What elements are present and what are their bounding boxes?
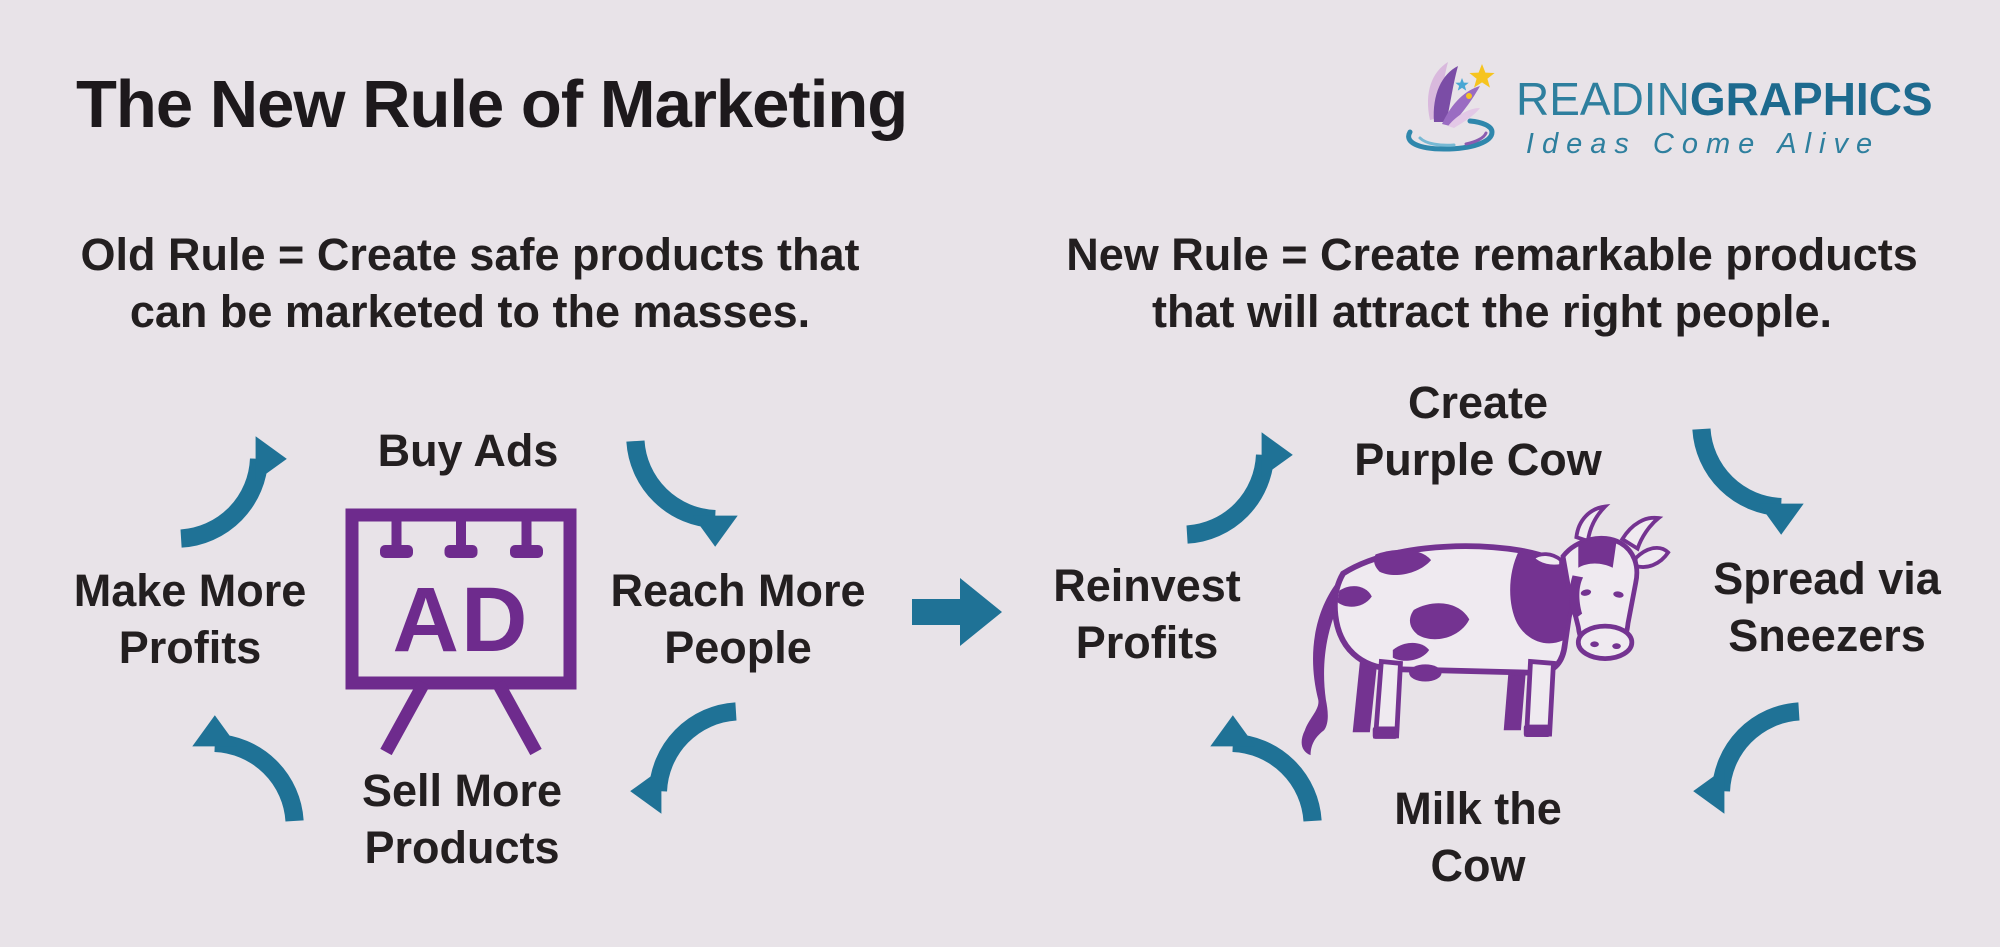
purple-cow-icon xyxy=(1301,503,1671,756)
ad-billboard-icon: AD xyxy=(345,508,577,756)
logo-name-bold: GRAPHICS xyxy=(1689,73,1933,125)
page-title: The New Rule of Marketing xyxy=(76,67,908,142)
old-rule-subtitle: Old Rule = Create safe products that can… xyxy=(81,226,860,340)
old-cycle-arrow-nw-icon xyxy=(162,424,292,550)
new-cycle-arrow-nw-icon xyxy=(1168,420,1298,546)
old-cycle-arrow-sw-icon xyxy=(180,710,306,840)
reading-graphics-logo-icon xyxy=(1406,62,1495,152)
new-cycle-label-milk-the-cow: Milk the Cow xyxy=(1394,783,1562,891)
logo-name-light: READIN xyxy=(1516,73,1690,125)
old-cycle-label-buy-ads: Buy Ads xyxy=(377,425,559,476)
billboard-ad-text: AD xyxy=(393,569,530,671)
old-cycle-label-make-more-profits: Make More Profits xyxy=(73,565,307,673)
old-cycle-label-sell-more-products: Sell More Products xyxy=(361,765,563,873)
old-cycle-arrow-se-icon xyxy=(625,700,755,826)
old-cycle-label-reach-more-people: Reach More People xyxy=(610,565,866,673)
new-cycle-arrow-se-icon xyxy=(1688,700,1818,826)
logo-tagline: Ideas Come Alive xyxy=(1525,128,1881,160)
new-cycle-arrow-ne-icon xyxy=(1690,410,1816,540)
new-cycle-label-reinvest-profits: Reinvest Profits xyxy=(1053,560,1241,668)
old-rule-line1: Old Rule = Create safe products that xyxy=(80,229,860,280)
new-rule-line1: New Rule = Create remarkable products xyxy=(1066,229,1918,280)
new-rule-subtitle: New Rule = Create remarkable products th… xyxy=(1066,226,1918,340)
old-cycle-arrow-ne-icon xyxy=(624,422,750,552)
old-rule-line2: can be marketed to the masses. xyxy=(129,286,811,337)
new-rule-line2: that will attract the right people. xyxy=(1151,286,1833,337)
cycle-connector-right-arrow-icon xyxy=(912,578,1002,646)
new-cycle-label-spread-via-sneezers: Spread via Sneezers xyxy=(1713,553,1941,661)
new-cycle-label-create-purple-cow: Create Purple Cow xyxy=(1354,377,1602,485)
logo-wordmark: READINGRAPHICS xyxy=(1516,72,1933,126)
